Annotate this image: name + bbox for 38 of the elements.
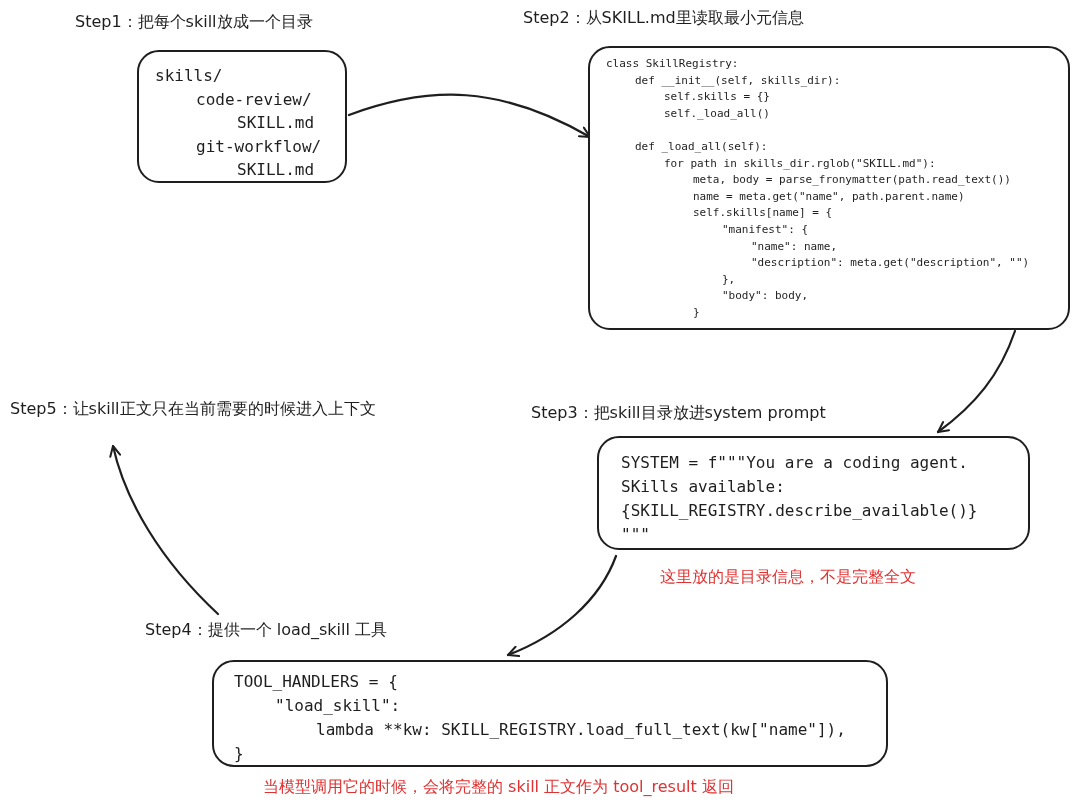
arrow <box>936 329 1017 434</box>
code-line: name = meta.get("name", path.parent.name) <box>693 188 965 205</box>
code-line: self._load_all() <box>664 105 770 122</box>
code-line: meta, body = parse_fronymatter(path.read_text()) <box>693 172 1011 189</box>
code-line: lambda **kw: SKILL_REGISTRY.load_full_text(kw["name"]), <box>316 719 846 741</box>
step-heading: Step3：把skill目录放进system prompt <box>531 403 826 424</box>
code-line: self.skills = {} <box>664 89 770 106</box>
step-heading: Step1：把每个skill放成一个目录 <box>75 12 313 33</box>
code-line: for path in skills_dir.rglob("SKILL.md"): <box>664 155 936 172</box>
code-line: TOOL_HANDLERS = { <box>234 671 398 693</box>
code-line: {SKILL_REGISTRY.describe_available()} <box>621 500 978 522</box>
code-line: "description": meta.get("description", "") <box>751 255 1030 272</box>
code-line: } <box>693 305 700 321</box>
code-line: "load_skill": <box>275 695 401 717</box>
code-line: class SkillRegistry: <box>606 56 739 72</box>
code-line: code-review/ <box>196 88 312 111</box>
step-heading: Step2：从SKILL.md里读取最小元信息 <box>523 8 804 29</box>
code-line: }, <box>722 271 736 288</box>
code-line: self.skills[name] = { <box>693 205 833 222</box>
step-heading: Step5：让skill正文只在当前需要的时候进入上下文 <box>10 399 376 420</box>
code-line: } <box>234 743 244 765</box>
code-line: "manifest": { <box>722 222 809 238</box>
code-line: SYSTEM = f"""You are a coding agent. <box>621 452 968 474</box>
code-line: "name": name, <box>751 238 838 255</box>
code-line: def _load_all(self): <box>635 139 768 155</box>
code-line: """ <box>621 524 650 546</box>
step-heading: Step4：提供一个 load_skill 工具 <box>145 620 387 641</box>
code-line: git-workflow/ <box>196 135 322 158</box>
code-line: SKILL.md <box>237 159 315 181</box>
arrow <box>109 444 220 616</box>
code-line: SKILL.md <box>237 112 315 134</box>
arrow <box>506 554 618 657</box>
note-text: 当模型调用它的时候，会将完整的 skill 正文作为 tool_result 返回 <box>263 777 734 798</box>
note-text: 这里放的是目录信息，不是完整全文 <box>660 567 916 588</box>
code-line: def __init__(self, skills_dir): <box>635 72 841 89</box>
code-line: "body": body, <box>722 288 809 305</box>
code-line: skills/ <box>155 65 223 87</box>
code-line: SKills available: <box>621 476 785 498</box>
